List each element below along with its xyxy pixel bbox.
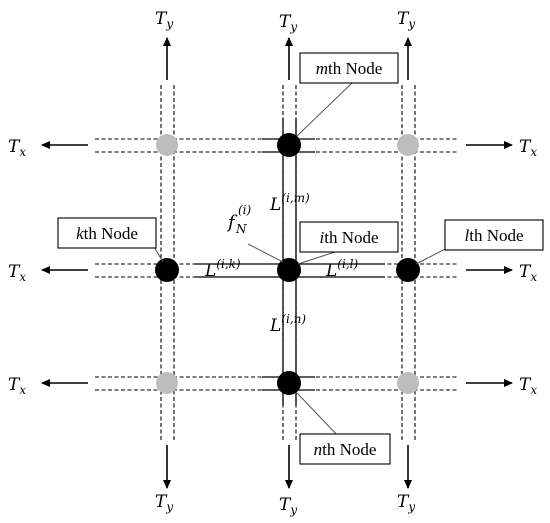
svg-text:L(i,l): L(i,l) (325, 257, 358, 281)
tension-label-bottom-3: Ty (397, 492, 415, 514)
label-k-node: kth Node (57, 217, 157, 249)
link-label-il: L(i,l) (325, 257, 358, 281)
svg-text:L(i,n): L(i,n) (269, 312, 306, 336)
node-m-active (277, 133, 301, 157)
tension-label-top-3: Ty (397, 9, 415, 31)
svg-text:Ty: Ty (155, 492, 173, 514)
tension-label-right-1: Tx (519, 137, 537, 159)
node-bottom-left-inactive (156, 372, 178, 394)
svg-text:L(i,m): L(i,m) (269, 191, 310, 215)
svg-text:Tx: Tx (519, 262, 537, 284)
svg-text:lth Node: lth Node (464, 226, 523, 245)
svg-text:L(i,k): L(i,k) (204, 257, 241, 281)
node-top-left-inactive (156, 134, 178, 156)
svg-text:Ty: Ty (155, 9, 173, 31)
svg-text:Tx: Tx (8, 137, 26, 159)
node-i-active (277, 258, 301, 282)
tension-label-top-2: Ty (279, 12, 297, 34)
tension-label-left-1: Tx (8, 137, 26, 159)
label-m-node: mth Node (299, 52, 399, 84)
svg-text:Tx: Tx (8, 262, 26, 284)
svg-text:mth Node: mth Node (316, 59, 383, 78)
svg-text:N: N (235, 222, 247, 236)
tension-label-top-1: Ty (155, 9, 173, 31)
nodal-force-label: f (i) N (226, 203, 252, 236)
tension-label-bottom-1: Ty (155, 492, 173, 514)
tension-label-right-2: Tx (519, 262, 537, 284)
svg-text:Ty: Ty (279, 12, 297, 34)
svg-text:nth Node: nth Node (314, 440, 377, 459)
tension-label-right-3: Tx (519, 375, 537, 397)
svg-text:Ty: Ty (397, 9, 415, 31)
node-n-active (277, 371, 301, 395)
svg-text:kth Node: kth Node (76, 224, 138, 243)
label-l-node: lth Node (444, 219, 544, 251)
link-label-ik: L(i,k) (204, 257, 241, 281)
svg-text:(i): (i) (238, 203, 252, 217)
svg-text:Tx: Tx (519, 375, 537, 397)
label-i-node: ith Node (299, 221, 399, 253)
link-label-in: L(i,n) (269, 312, 306, 336)
node-k-active (155, 258, 179, 282)
svg-text:Ty: Ty (279, 495, 297, 517)
node-bottom-right-inactive (397, 372, 419, 394)
tension-arrows (41, 37, 513, 489)
tension-label-left-3: Tx (8, 375, 26, 397)
svg-text:ith Node: ith Node (319, 228, 378, 247)
node-l-active (396, 258, 420, 282)
node-top-right-inactive (397, 134, 419, 156)
link-label-im: L(i,m) (269, 191, 310, 215)
svg-text:Tx: Tx (519, 137, 537, 159)
label-n-node: nth Node (299, 433, 391, 465)
tension-label-bottom-2: Ty (279, 495, 297, 517)
tension-label-left-2: Tx (8, 262, 26, 284)
svg-text:Tx: Tx (8, 375, 26, 397)
svg-text:Ty: Ty (397, 492, 415, 514)
